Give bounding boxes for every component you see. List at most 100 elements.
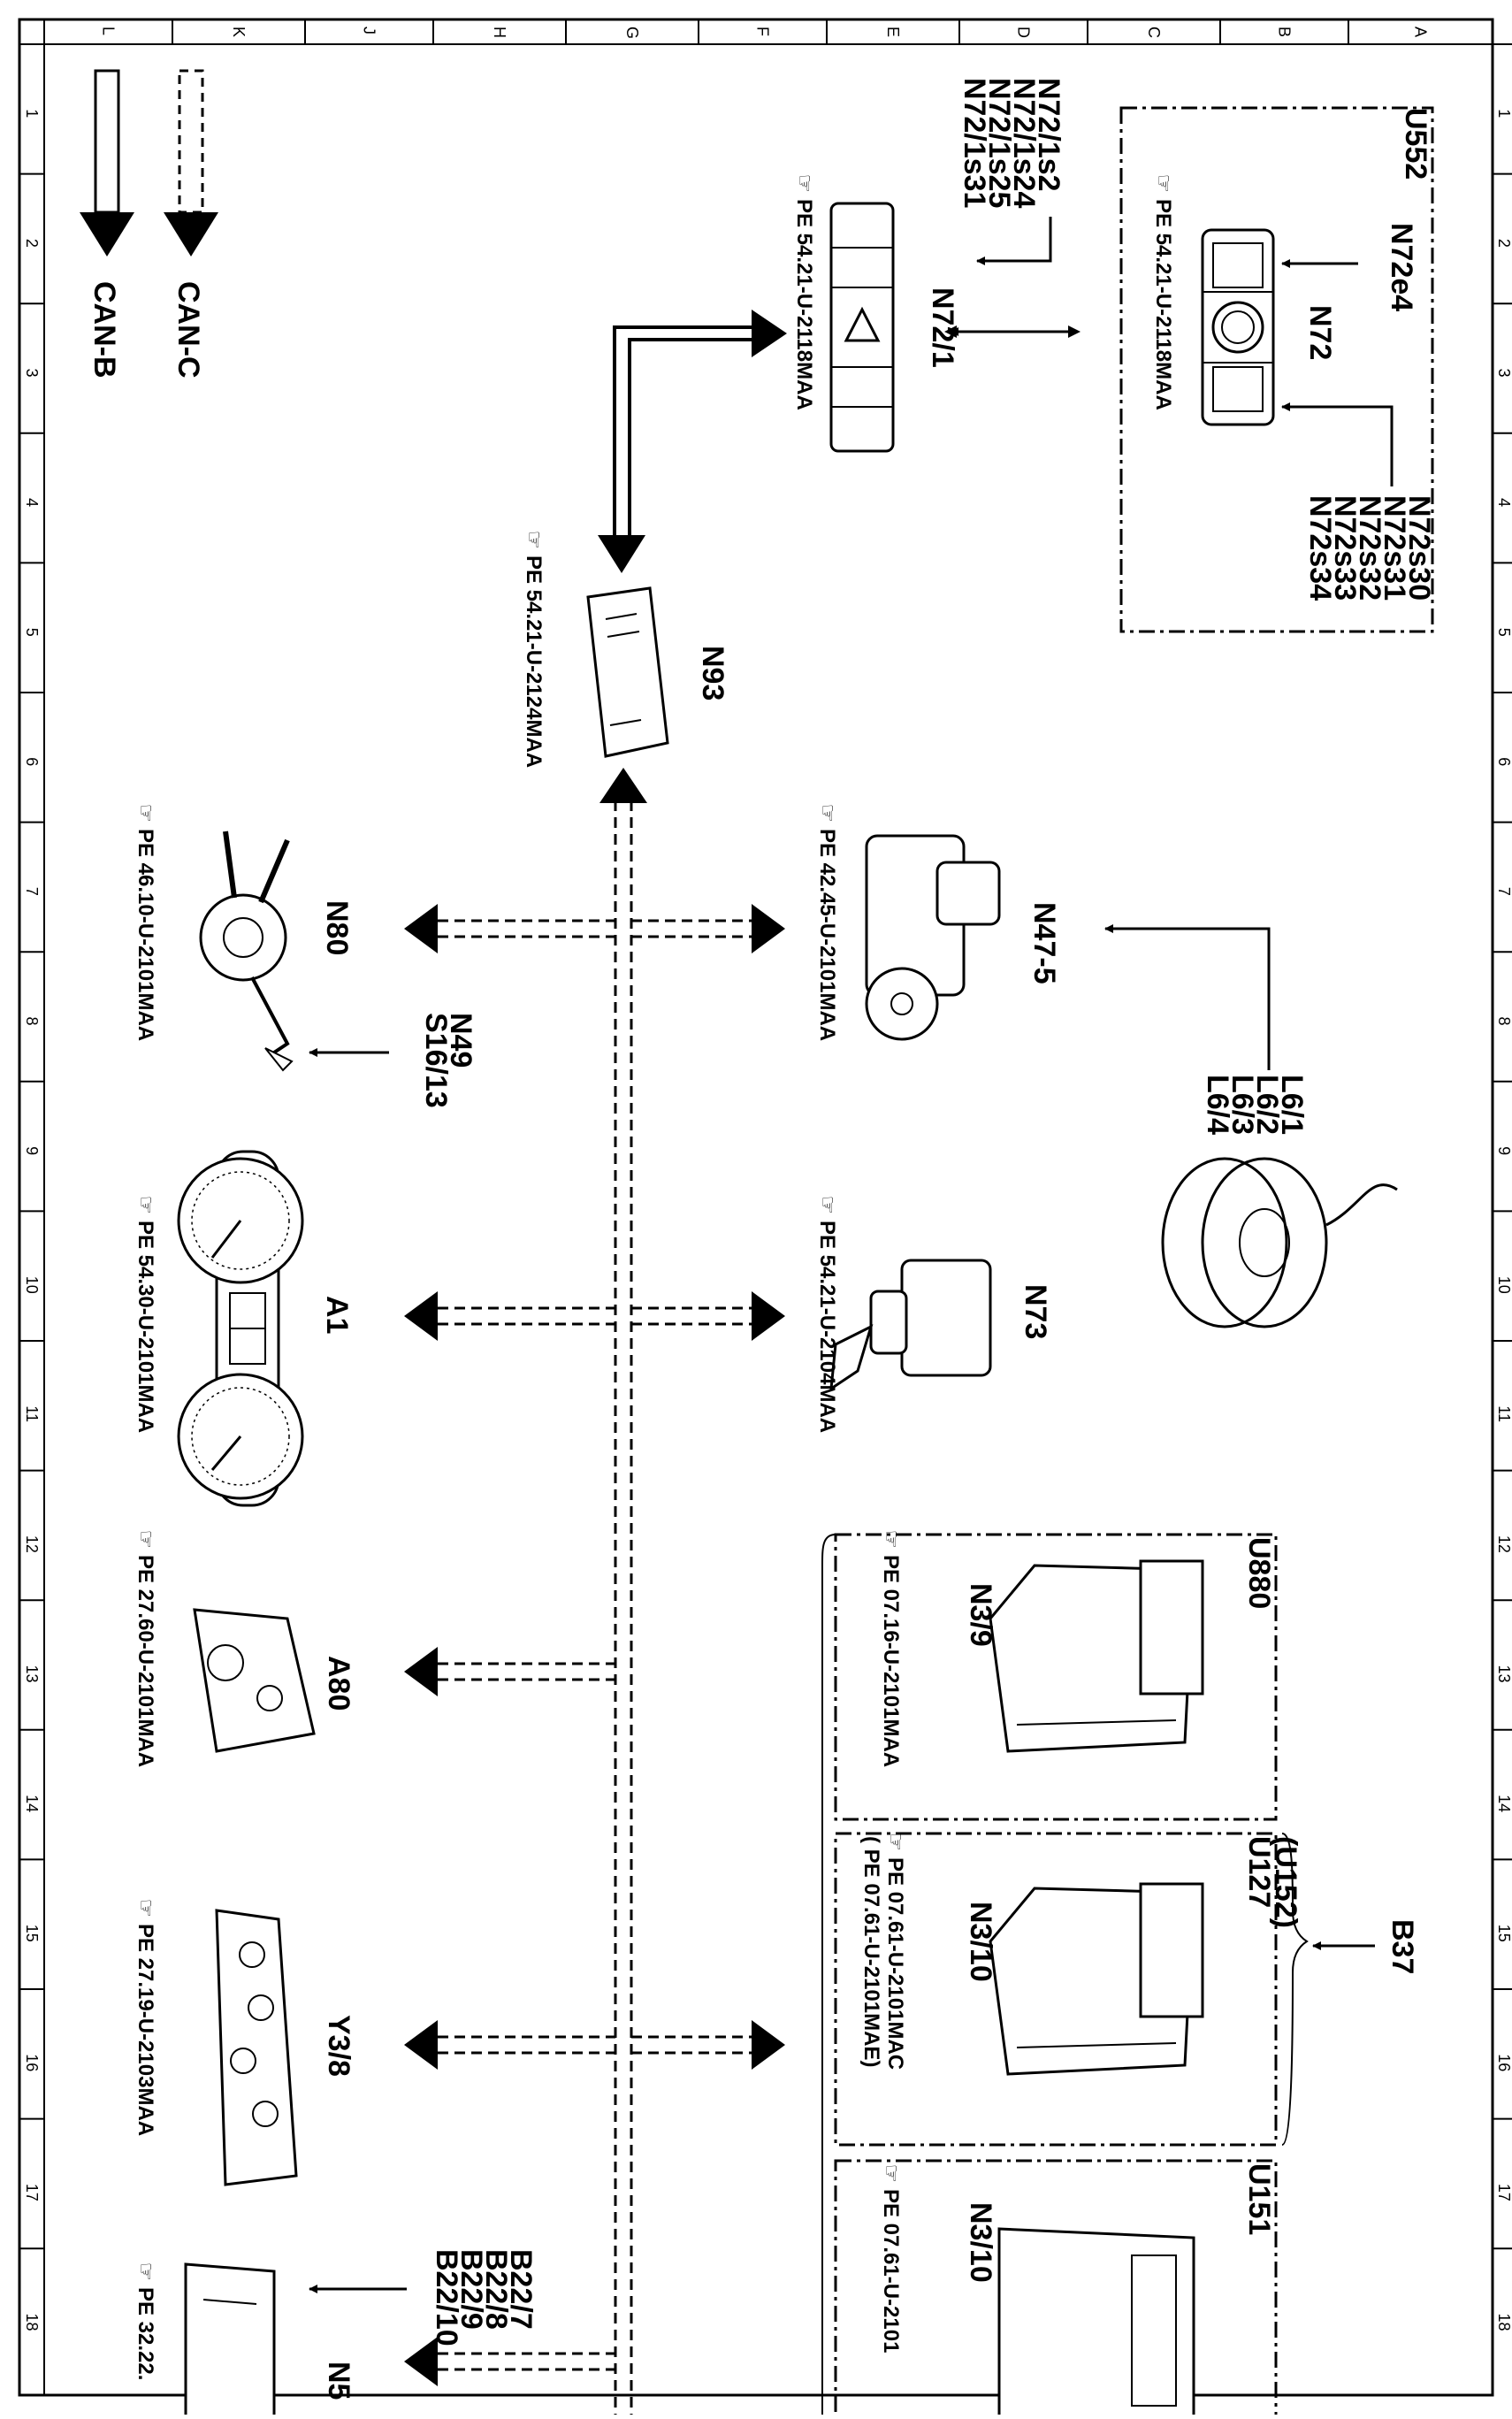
- can-c-arrow: [404, 904, 438, 953]
- n3-10-label: N3/10: [964, 1902, 997, 1982]
- n93-ref-hand-icon: ☞: [522, 530, 546, 549]
- group-u880-label: U880: [1242, 1537, 1276, 1609]
- grid-col-letter: A: [1412, 27, 1430, 37]
- group-u127-label-line1: U127: [1242, 1836, 1276, 1908]
- n93-module-icon: [586, 586, 669, 758]
- grid-row-number: 17: [1495, 2184, 1512, 2201]
- grid-row-number: 13: [23, 1665, 41, 1683]
- y3-8-label: Y3/8: [322, 2015, 355, 2077]
- grid-col-letter: H: [491, 27, 508, 38]
- n72-label: N72: [1303, 305, 1337, 360]
- grid-col-letter: C: [1145, 27, 1163, 38]
- grid-row-number: 14: [23, 1795, 41, 1812]
- group-u151-label: U151: [1242, 2163, 1276, 2235]
- n72-ref: PE 54.21-U-2118MAA: [1151, 199, 1175, 410]
- input-n72s34: N72s34: [1303, 495, 1337, 601]
- n80-ref: PE 46.10-U-2101MAA: [134, 829, 157, 1041]
- grid-row-number: 11: [1495, 1405, 1512, 1422]
- grid-row-number: 17: [23, 2184, 41, 2201]
- input-l6-4: L6/4: [1201, 1075, 1234, 1135]
- n3-9-ref: PE 07.16-U-2101MAA: [879, 1555, 903, 1767]
- can-c-arrow: [752, 904, 785, 953]
- n72-1-switch-panel-icon: [829, 202, 895, 453]
- n47-5-label: N47-5: [1027, 902, 1061, 984]
- input-b22-9: B22/9: [454, 2249, 488, 2330]
- legend-can-b-arrow: [80, 69, 134, 256]
- group-u127-label-line2: (U152): [1269, 1836, 1302, 1928]
- n3-10-ref-alt: ( PE 07.61-U-2101MAE): [859, 1836, 883, 2067]
- input-s16-13: S16/13: [419, 1013, 453, 1108]
- grid-row-number: 3: [23, 369, 41, 378]
- grid-row-number: 18: [1495, 2314, 1512, 2331]
- a80-ref-hand-icon: ☞: [134, 1529, 157, 1549]
- grid-row-number: 10: [23, 1276, 41, 1294]
- grid-row-number: 4: [1495, 498, 1512, 507]
- y3-8-ref: PE 27.19-U-2103MAA: [134, 1924, 157, 2136]
- legend: CAN-C CAN-B: [80, 69, 218, 379]
- can-c-arrow: [404, 1291, 438, 1341]
- grid-row-number: 18: [23, 2314, 41, 2331]
- can-c-arrow: [752, 1291, 785, 1341]
- a1-instrument-cluster-icon: [177, 1150, 304, 1507]
- grid-row-number: 6: [23, 757, 41, 766]
- n72-1s-arrow: [976, 217, 1052, 265]
- input-n72-1s2: N72/1s2: [1032, 78, 1065, 192]
- grid-row-number: 11: [23, 1405, 41, 1422]
- input-n72s31: N72s31: [1378, 495, 1411, 601]
- grid-col-letter: B: [1276, 27, 1294, 37]
- input-b22-7: B22/7: [504, 2249, 538, 2330]
- grid-row-number: 16: [23, 2054, 41, 2071]
- grid-row-number: 15: [1495, 1925, 1512, 1942]
- a80-ref: PE 27.60-U-2101MAA: [134, 1555, 157, 1767]
- b37-brace: [1281, 1833, 1309, 2146]
- n73-ref-hand-icon: ☞: [815, 1195, 839, 1214]
- grid-row-number: 12: [23, 1535, 41, 1553]
- n47-5-ref: PE 42.45-U-2101MAA: [815, 829, 839, 1041]
- can-c-bus: [404, 768, 785, 2415]
- grid-row-number: 5: [1495, 628, 1512, 637]
- grid-col-letter: D: [1015, 27, 1033, 38]
- engine-group-brace: [821, 1534, 836, 2419]
- drawing-border: [43, 43, 1493, 2396]
- n72-ref-hand-icon: ☞: [1151, 173, 1175, 193]
- input-l6-2: L6/2: [1250, 1075, 1284, 1135]
- input-l6-3: L6/3: [1226, 1075, 1259, 1135]
- grid-row-number: 13: [1495, 1665, 1512, 1683]
- grid-row-number: 8: [23, 1017, 41, 1026]
- grid-col-letter: F: [754, 27, 772, 36]
- y3-8-ref-hand-icon: ☞: [134, 1898, 157, 1918]
- n80-steering-column-module-icon: [199, 831, 294, 1072]
- can-c-arrow: [752, 2020, 785, 2070]
- grid-row-number: 3: [1495, 369, 1512, 378]
- grid-row-number: 15: [23, 1925, 41, 1942]
- n3-10-u151-label: N3/10: [964, 2202, 997, 2283]
- input-n72s32: N72s32: [1353, 495, 1386, 601]
- n73-label: N73: [1019, 1284, 1052, 1339]
- a1-ref: PE 54.30-U-2101MAA: [134, 1221, 157, 1433]
- b37-label: B37: [1386, 1919, 1419, 1974]
- grid-row-number: 1: [23, 109, 41, 118]
- grid-row-number: 12: [1495, 1535, 1512, 1553]
- n72-1-switch-inputs: N72/1s2 N72/1s24 N72/1s25 N72/1s31: [958, 78, 1065, 209]
- wheel-speed-sensor-icon: [1161, 1157, 1398, 1328]
- input-b22-10: B22/10: [430, 2249, 463, 2346]
- grid-row-number: 1: [1495, 109, 1512, 118]
- y3-8-valve-body-icon: [215, 1909, 298, 2186]
- grid-row-number: 6: [1495, 757, 1512, 766]
- n72-1-ref: PE 54.21-U-2118MAA: [792, 199, 816, 410]
- group-u552-box: [1119, 106, 1434, 633]
- grid-row-number: 14: [1495, 1795, 1512, 1812]
- n47-5-ref-hand-icon: ☞: [815, 803, 839, 823]
- group-u127-box: [834, 1832, 1278, 2147]
- can-c-arrow: [599, 768, 647, 803]
- group-u127-label: U127(U152): [1242, 1836, 1302, 1928]
- input-n72-1s25: N72/1s25: [982, 78, 1016, 208]
- grid-row-number: 8: [1495, 1017, 1512, 1026]
- n3-10-ref: PE 07.61-U-2101MAC: [883, 1857, 907, 2070]
- n93-label: N93: [696, 646, 729, 700]
- n72-1-label: N72/1: [926, 287, 959, 368]
- n47-5-esp-unit-icon: [865, 834, 1001, 1041]
- n5-label: N5: [322, 2362, 355, 2400]
